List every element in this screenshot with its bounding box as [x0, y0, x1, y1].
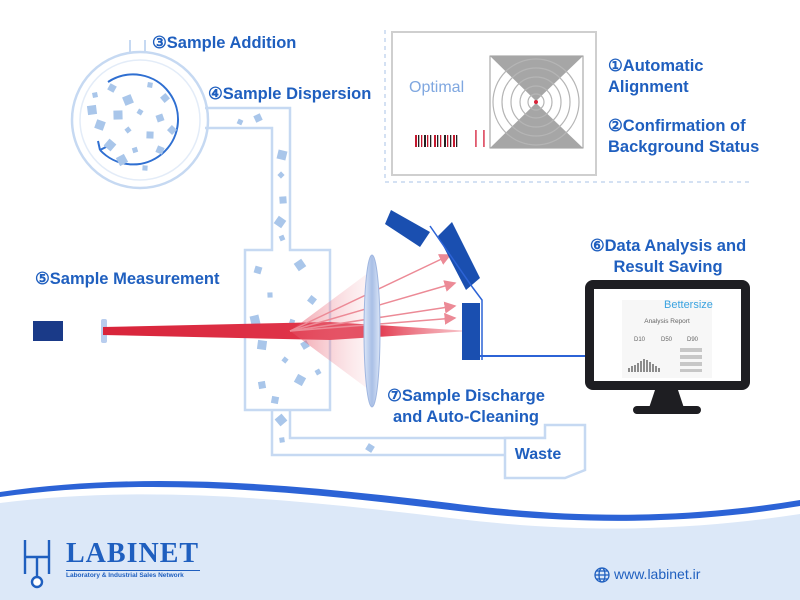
particle [94, 119, 106, 131]
logo-name: LABINET [66, 538, 200, 569]
inset-status-text: Optimal [409, 79, 464, 96]
particle [236, 118, 244, 126]
dispersion-chamber [70, 40, 210, 190]
particle [142, 165, 148, 171]
monitor-col-1: D10 [634, 337, 646, 343]
particle [155, 145, 165, 155]
signal-bar [430, 135, 432, 147]
step-background-status: ②Confirmation of Background Status [608, 117, 760, 156]
signal-bar [427, 135, 429, 147]
waste-container [503, 423, 587, 480]
signal-bar [437, 135, 439, 147]
particle [249, 314, 261, 326]
particle [107, 83, 117, 93]
logo-tagline: Laboratory & Industrial Sales Network [66, 570, 200, 579]
step-sample-measurement: ⑤Sample Measurement [35, 270, 220, 288]
monitor-brand: Bettersize [664, 299, 713, 311]
particle [256, 339, 268, 351]
laser-source [33, 321, 63, 341]
particle [167, 125, 177, 135]
step-sample-addition: ③Sample Addition [152, 34, 297, 52]
particle [122, 94, 134, 106]
particle [267, 292, 273, 298]
monitor-report-title: Analysis Report [644, 318, 690, 325]
particle [276, 149, 288, 161]
signal-bar [453, 135, 455, 147]
step-automatic-alignment: ①Automatic Alignment [608, 57, 704, 96]
particle [103, 138, 117, 152]
particle [147, 82, 153, 88]
particle [113, 110, 123, 120]
report-table [680, 348, 702, 372]
report-histogram [628, 359, 660, 372]
particle [270, 395, 280, 405]
detector-array [385, 210, 483, 360]
pipe-system [205, 106, 560, 457]
particle [281, 356, 289, 364]
signal-bar [444, 135, 446, 147]
signal-bar [424, 135, 426, 147]
particle [279, 196, 287, 204]
particle [253, 113, 263, 123]
signal-bar [483, 130, 485, 147]
fourier-lens [363, 254, 381, 408]
particle [253, 265, 263, 275]
sample-particles [86, 82, 375, 453]
monitor-col-3: D90 [687, 337, 699, 343]
particle [277, 171, 285, 179]
laser-beam [103, 322, 470, 340]
particle [293, 373, 307, 387]
signal-bar [475, 130, 477, 147]
signal-bar [434, 135, 436, 147]
particle [155, 113, 165, 123]
labinet-logo-icon [23, 540, 51, 589]
waste-label: Waste [515, 446, 562, 463]
particle [307, 295, 317, 305]
particle [278, 234, 286, 242]
signal-bar [440, 135, 442, 147]
signal-bar [415, 135, 417, 147]
particle [257, 380, 267, 390]
step-data-analysis: ⑥Data Analysis and Result Saving [589, 237, 747, 276]
computer-monitor [585, 280, 750, 414]
stir-arrow-icon [99, 73, 179, 166]
signal-bar [421, 135, 423, 147]
particle [115, 153, 129, 167]
monitor-col-2: D50 [661, 337, 673, 343]
particle [274, 413, 288, 427]
particle [293, 258, 307, 272]
particle [131, 146, 139, 154]
globe-icon [594, 567, 610, 583]
particle [273, 215, 287, 229]
particle [136, 108, 144, 116]
particle [146, 131, 154, 139]
particle [160, 93, 170, 103]
signal-bars [415, 130, 485, 147]
particle [365, 443, 375, 453]
signal-bar [447, 135, 449, 147]
signal-bar [418, 135, 420, 147]
particle [86, 104, 98, 116]
particle [279, 437, 285, 443]
step-discharge-cleaning: ⑦Sample Discharge and Auto-Cleaning [387, 387, 545, 426]
alignment-inset [391, 31, 597, 176]
signal-bar [456, 135, 458, 147]
particle [314, 368, 322, 376]
step-sample-dispersion: ④Sample Dispersion [208, 85, 372, 103]
website-link[interactable]: www.labinet.ir [614, 566, 701, 582]
particle [92, 92, 98, 98]
signal-bar [450, 135, 452, 147]
scatter-cone [290, 270, 372, 392]
particle [124, 126, 132, 134]
